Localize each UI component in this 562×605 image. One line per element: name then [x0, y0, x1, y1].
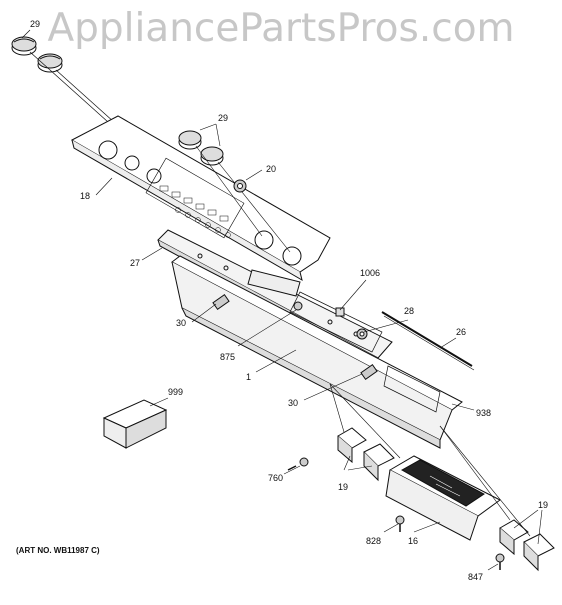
leader-lines: [95, 177, 543, 571]
callout-28: 28: [404, 306, 414, 316]
callout-29-right: 29: [218, 113, 228, 123]
bracket-part-19-c[interactable]: [499, 519, 529, 556]
bracket-part-19-a[interactable]: [337, 427, 367, 464]
callout-999: 999: [168, 387, 183, 397]
callout-16: 16: [408, 536, 418, 546]
knob-top-left-1[interactable]: [11, 36, 37, 56]
callout-19-right: 19: [538, 500, 548, 510]
knob-right-2[interactable]: [200, 146, 224, 166]
callout-30-upper: 30: [176, 318, 186, 328]
screw-part-875[interactable]: [293, 301, 303, 311]
screw-part-847[interactable]: [495, 553, 505, 570]
callout-847: 847: [468, 572, 483, 582]
grommet-part-28[interactable]: [356, 328, 368, 340]
callout-29-top-left: 29: [30, 19, 40, 29]
callout-19-left: 19: [338, 482, 348, 492]
bracket-part-19-d[interactable]: [523, 533, 555, 572]
owners-manual-box-999[interactable]: [102, 399, 168, 449]
callout-26: 26: [456, 327, 466, 337]
art-number: (ART NO. WB11987 C): [16, 546, 100, 555]
small-knob-part-20[interactable]: [233, 179, 247, 193]
rod-part-26[interactable]: [381, 311, 475, 371]
watermark-text: AppliancePartsPros.com: [47, 6, 515, 51]
switch-part-30-upper[interactable]: [212, 294, 230, 310]
callout-828: 828: [366, 536, 381, 546]
callout-27: 27: [130, 258, 140, 268]
main-frame-part-1[interactable]: [171, 255, 463, 449]
callout-20: 20: [266, 164, 276, 174]
callout-18: 18: [80, 191, 90, 201]
screw-part-760[interactable]: [287, 457, 309, 471]
callout-938: 938: [476, 408, 491, 418]
control-board-part-16[interactable]: [385, 455, 501, 541]
knob-right-1[interactable]: [178, 130, 202, 150]
screw-part-828[interactable]: [395, 515, 405, 532]
callout-1006: 1006: [360, 268, 380, 278]
control-panel-faceplate[interactable]: [70, 115, 331, 282]
callout-1: 1: [246, 372, 251, 382]
callout-760: 760: [268, 473, 283, 483]
switch-part-30-lower[interactable]: [360, 364, 378, 380]
callout-30-lower: 30: [288, 398, 298, 408]
callout-875: 875: [220, 352, 235, 362]
clip-part-1006[interactable]: [335, 307, 345, 317]
knob-top-left-2[interactable]: [37, 53, 63, 73]
